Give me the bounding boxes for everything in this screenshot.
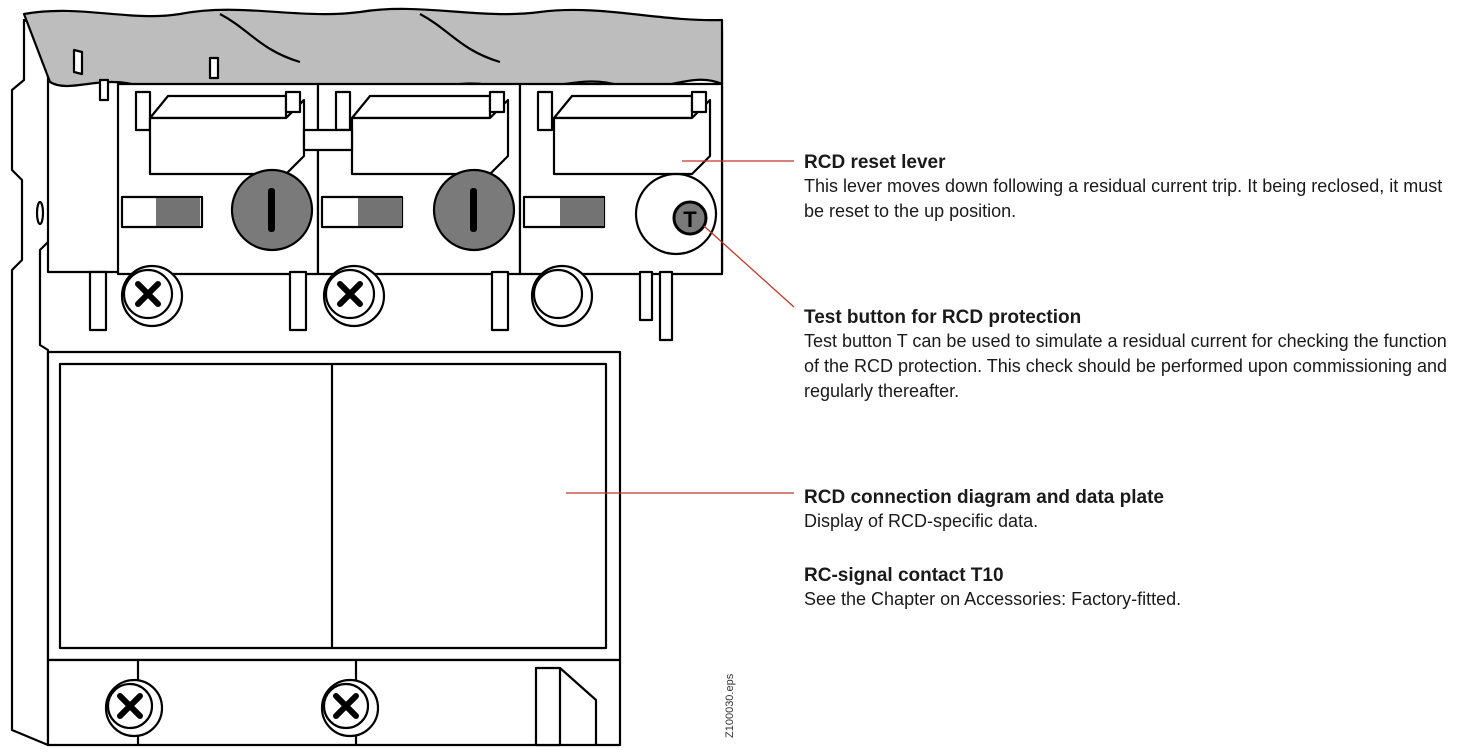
callout-test-button: Test button for RCD protection Test butt… — [804, 307, 1454, 404]
housing-left-side — [10, 18, 52, 747]
status-indicator — [156, 198, 200, 226]
callout-data-plate: RCD connection diagram and data plate Di… — [804, 487, 1454, 534]
callout-description: Display of RCD-specific data. — [804, 511, 1039, 531]
leader-line-test-button — [703, 225, 795, 308]
cut-surface — [22, 7, 724, 92]
callout-signal-contact: RC-signal contact T10 See the Chapter on… — [804, 565, 1454, 612]
callout-title: RC-signal contact T10 — [804, 565, 1004, 586]
callout-description: See the Chapter on Accessories: Factory-… — [804, 589, 1182, 609]
file-identifier: Z100030.eps — [724, 673, 736, 738]
callout-description: Test button T can be used to simulate a … — [804, 331, 1448, 401]
rcd-test-button — [672, 200, 708, 236]
callout-description: This lever moves down following a residu… — [804, 176, 1443, 221]
callout-title: RCD reset lever — [804, 152, 946, 173]
rcd-reset-lever — [552, 98, 712, 176]
callout-reset-lever: RCD reset lever This lever moves down fo… — [804, 152, 1454, 224]
test-button-label: T — [683, 207, 697, 232]
callout-title: Test button for RCD protection — [804, 307, 1082, 328]
callout-title: RCD connection diagram and data plate — [804, 487, 1164, 508]
